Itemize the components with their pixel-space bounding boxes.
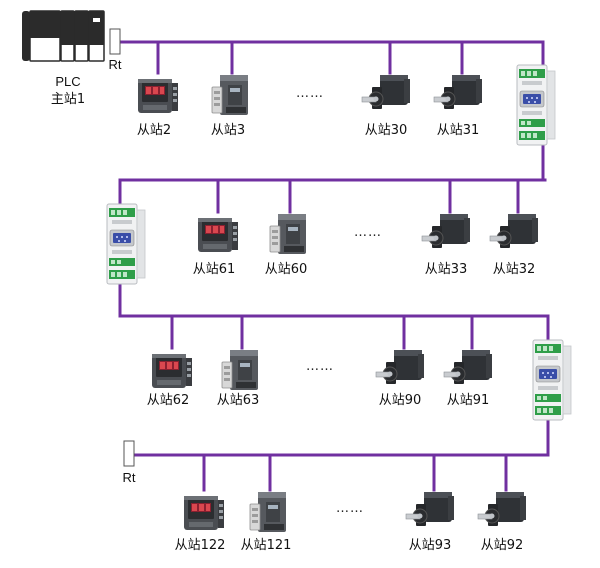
slave-device-1-2-icon bbox=[211, 74, 249, 116]
slave-device-3-4-icon bbox=[443, 349, 493, 385]
slave-label-2-1: 从站61 bbox=[193, 262, 236, 277]
slave-device-1-4-icon bbox=[433, 74, 483, 110]
slave-label-2-2: 从站60 bbox=[265, 262, 308, 277]
ellipsis-row-1: …… bbox=[296, 86, 324, 101]
slave-label-1-2: 从站3 bbox=[211, 123, 245, 138]
slave-label-4-4: 从站92 bbox=[481, 538, 524, 553]
terminator-resistor-bottom bbox=[123, 440, 135, 467]
slave-device-2-3-icon bbox=[421, 213, 471, 249]
slave-label-2-3: 从站33 bbox=[425, 262, 468, 277]
slave-label-2-4: 从站32 bbox=[493, 262, 536, 277]
slave-device-4-3-icon bbox=[405, 491, 455, 527]
slave-label-3-3: 从站90 bbox=[379, 393, 422, 408]
slave-label-3-1: 从站62 bbox=[147, 393, 190, 408]
slave-device-4-2-icon bbox=[249, 491, 287, 533]
ellipsis-row-2: …… bbox=[354, 225, 382, 240]
bus-lines bbox=[118, 40, 550, 492]
slave-label-4-2: 从站121 bbox=[241, 538, 292, 553]
ellipsis-row-4: …… bbox=[336, 501, 364, 516]
slave-device-1-1-icon bbox=[138, 79, 178, 113]
terminator-label-bottom: Rt bbox=[123, 470, 136, 485]
master-name: PLC bbox=[55, 74, 80, 89]
slave-device-3-3-icon bbox=[375, 349, 425, 385]
slave-label-1-4: 从站31 bbox=[437, 123, 480, 138]
slave-label-4-1: 从站122 bbox=[175, 538, 226, 553]
slave-device-2-4-icon bbox=[489, 213, 539, 249]
slave-device-3-2-icon bbox=[221, 349, 259, 391]
master-station-label: 主站1 bbox=[51, 92, 85, 107]
slave-label-3-4: 从站91 bbox=[447, 393, 490, 408]
plc-master-icon bbox=[22, 10, 105, 62]
slave-label-4-3: 从站93 bbox=[409, 538, 452, 553]
coupler-module-2-icon bbox=[106, 203, 146, 285]
slave-label-3-2: 从站63 bbox=[217, 393, 260, 408]
slave-device-4-4-icon bbox=[477, 491, 527, 527]
coupler-module-1-icon bbox=[516, 64, 556, 146]
slave-device-1-3-icon bbox=[361, 74, 411, 110]
ellipsis-row-3: …… bbox=[306, 359, 334, 374]
terminator-resistor-top bbox=[109, 28, 121, 55]
coupler-module-3-icon bbox=[532, 339, 572, 421]
terminator-label-top: Rt bbox=[109, 57, 122, 72]
devices bbox=[106, 64, 572, 533]
slave-label-1-1: 从站2 bbox=[137, 123, 171, 138]
slave-device-3-1-icon bbox=[152, 354, 192, 388]
slave-device-2-2-icon bbox=[269, 213, 307, 255]
labels: 从站2 从站3 从站30 从站31 …… 从站61 从站60 从站33 从站32 …… 从站62 从站… bbox=[137, 86, 535, 553]
slave-device-4-1-icon bbox=[184, 496, 224, 530]
slave-label-1-3: 从站30 bbox=[365, 123, 408, 138]
slave-device-2-1-icon bbox=[198, 218, 238, 252]
